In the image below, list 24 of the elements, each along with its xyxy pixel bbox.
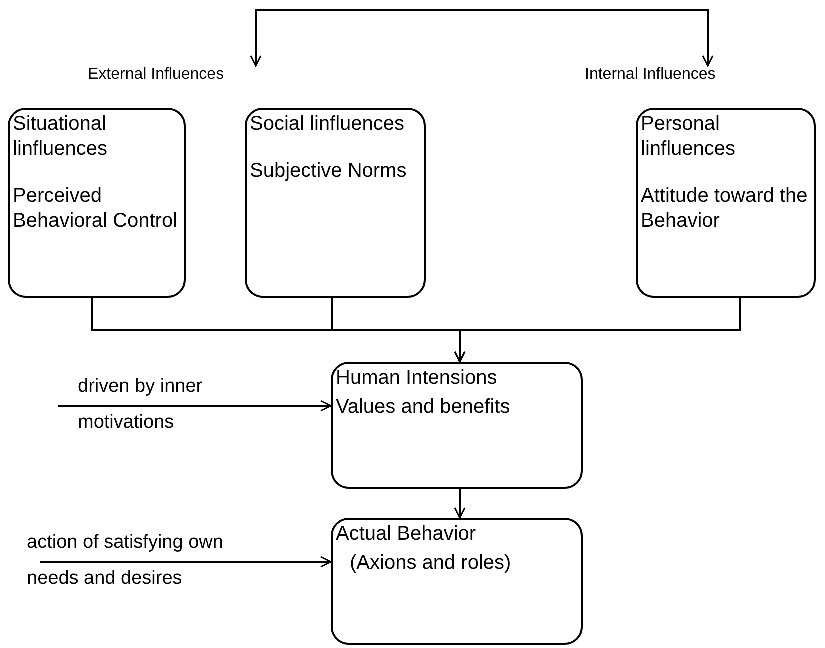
box-text: Attitude toward the Behavior (641, 184, 809, 234)
box-text: (Axions and roles) (349, 551, 512, 576)
rounded-box (331, 518, 583, 645)
arrow (40, 556, 332, 568)
box-heading: Situational linfluences (13, 112, 109, 162)
edge-label: driven by inner motivations (78, 375, 204, 435)
rounded-box (636, 108, 816, 298)
box-text: Subjective Norms (250, 159, 408, 184)
rounded-box (245, 108, 426, 298)
box-heading: Personal linfluences (641, 112, 737, 162)
connector-arrow (250, 9, 714, 67)
edge-label: action of satisfying own needs and desires (27, 531, 224, 591)
connector-arrow (454, 298, 741, 363)
rounded-box (331, 362, 583, 489)
rounded-box (8, 108, 186, 298)
connector-arrow (454, 489, 466, 519)
box-heading: Actual Behavior (336, 522, 478, 547)
box-text: Values and benefits (336, 395, 512, 420)
heading-text: External Influences (88, 66, 224, 84)
heading-text: Internal Influences (585, 66, 716, 84)
box-text: Perceived Behavioral Control (13, 184, 179, 234)
box-heading: Human Intensions (336, 366, 498, 391)
box-heading: Social linfluences (250, 112, 406, 137)
arrow (58, 400, 332, 412)
